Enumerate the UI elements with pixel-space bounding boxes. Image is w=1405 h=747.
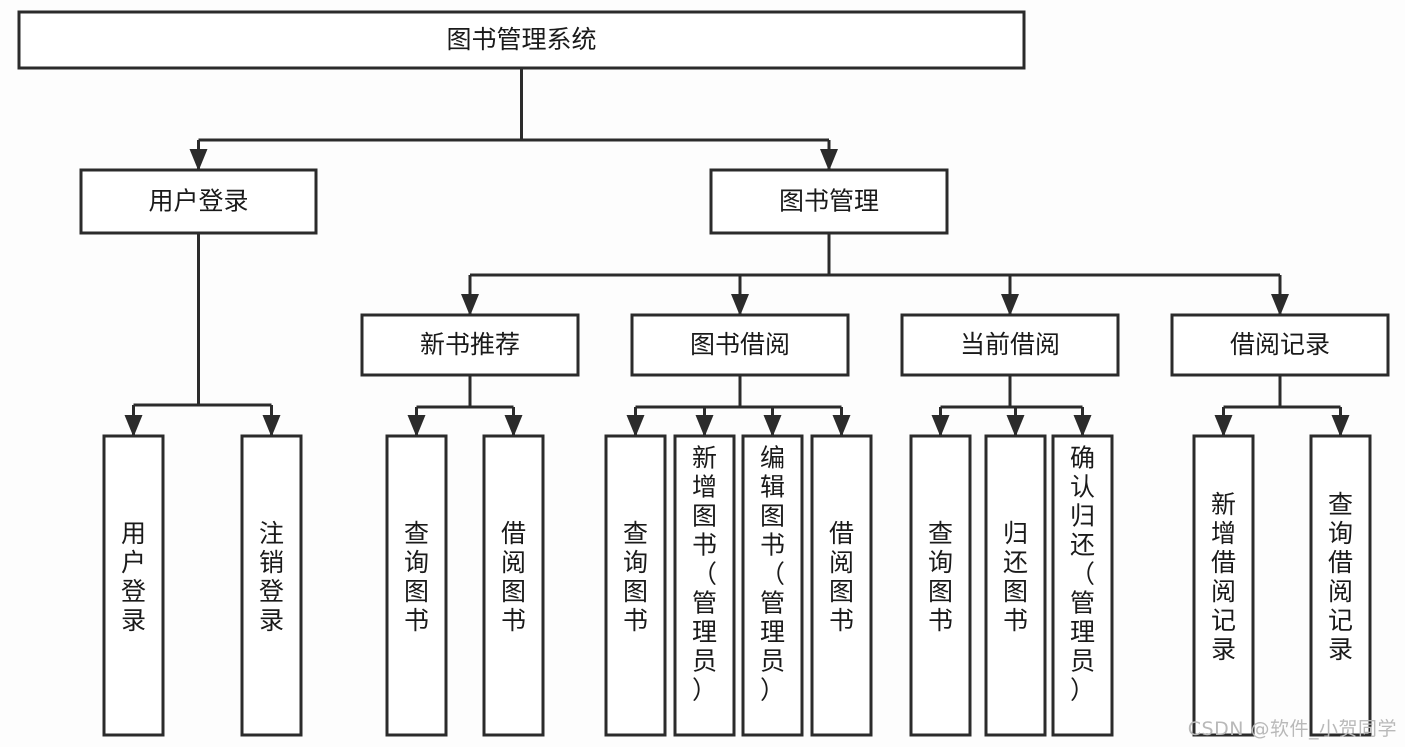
node-leaf-query-book-3-rect	[909, 434, 972, 737]
arrow-head-icon	[262, 415, 281, 437]
node-user-login-label: 用户登录	[148, 187, 248, 216]
node-book-manage-rect	[709, 168, 949, 235]
node-leaf-add-book[interactable]: 新增图书（管理员）	[673, 434, 736, 737]
arrow-head-icon	[820, 149, 838, 171]
arrow-head-icon	[1006, 415, 1025, 437]
node-leaf-borrow-book-2-label: 借阅图书	[829, 519, 854, 635]
arrow-head-icon	[832, 415, 851, 437]
node-leaf-borrow-book-2-rect	[810, 434, 873, 737]
arrow-head-icon	[407, 415, 426, 437]
arrow-head-icon	[1214, 415, 1233, 437]
node-current-borrow-rect	[900, 313, 1120, 377]
node-leaf-add-record[interactable]: 新增借阅记录	[1192, 434, 1255, 737]
arrow-head-icon	[1271, 294, 1289, 316]
arrow-head-icon	[124, 415, 143, 437]
arrow-head-icon	[1001, 294, 1019, 316]
node-leaf-query-book-1-label: 查询图书	[404, 519, 429, 635]
node-leaf-confirm-return[interactable]: 确认归还（管理员）	[1051, 434, 1114, 737]
node-leaf-query-book-2-rect	[604, 434, 667, 737]
node-leaf-add-book-label: 新增图书（管理员）	[692, 444, 717, 705]
node-leaf-return-book[interactable]: 归还图书	[984, 434, 1047, 737]
node-leaf-query-record-label: 查询借阅记录	[1328, 490, 1353, 664]
node-leaf-query-book-2-label: 查询图书	[623, 519, 648, 635]
node-new-book-rec-label: 新书推荐	[420, 330, 520, 359]
node-book-manage[interactable]: 图书管理	[709, 168, 949, 235]
connector-lines	[124, 68, 1350, 437]
node-leaf-query-book-1[interactable]: 查询图书	[385, 434, 448, 737]
arrow-head-icon	[504, 415, 523, 437]
node-book-manage-label: 图书管理	[779, 187, 879, 216]
node-leaf-return-book-label: 归还图书	[1003, 519, 1028, 635]
node-borrow-record[interactable]: 借阅记录	[1170, 313, 1390, 377]
arrow-head-icon	[626, 415, 645, 437]
node-leaf-edit-book-rect	[741, 434, 804, 737]
node-leaf-add-record-label: 新增借阅记录	[1211, 490, 1236, 664]
node-leaf-query-book-2[interactable]: 查询图书	[604, 434, 667, 737]
node-current-borrow[interactable]: 当前借阅	[900, 313, 1120, 377]
node-leaf-query-book-1-rect	[385, 434, 448, 737]
node-leaf-query-book-3[interactable]: 查询图书	[909, 434, 972, 737]
node-borrow-record-label: 借阅记录	[1230, 330, 1330, 359]
node-leaf-add-record-rect	[1192, 434, 1255, 737]
arrow-head-icon	[695, 415, 714, 437]
node-new-book-rec[interactable]: 新书推荐	[360, 313, 580, 377]
node-current-borrow-label: 当前借阅	[960, 330, 1060, 359]
arrow-head-icon	[189, 149, 208, 171]
node-book-borrow[interactable]: 图书借阅	[630, 313, 850, 377]
arrow-head-icon	[1073, 415, 1092, 437]
node-leaf-query-book-3-label: 查询图书	[928, 519, 953, 635]
node-borrow-record-rect	[1170, 313, 1390, 377]
node-leaf-edit-book-label: 编辑图书（管理员）	[760, 444, 785, 705]
arrow-head-icon	[461, 294, 479, 316]
node-book-borrow-label: 图书借阅	[690, 330, 790, 359]
node-leaf-borrow-book-1[interactable]: 借阅图书	[482, 434, 545, 737]
node-leaf-confirm-return-rect	[1051, 434, 1114, 737]
node-root-图书管理系统-label: 图书管理系统	[446, 25, 596, 54]
node-new-book-rec-rect	[360, 313, 580, 377]
node-user-login-rect	[79, 168, 318, 235]
node-user-login[interactable]: 用户登录	[79, 168, 318, 235]
node-leaf-user-login-label: 用户登录	[121, 519, 146, 635]
node-leaf-logout[interactable]: 注销登录	[240, 434, 303, 737]
node-leaf-logout-rect	[240, 434, 303, 737]
arrow-head-icon	[763, 415, 782, 437]
arrow-head-icon	[731, 294, 749, 316]
node-leaf-logout-label: 注销登录	[259, 519, 284, 635]
node-leaf-query-record[interactable]: 查询借阅记录	[1309, 434, 1372, 737]
node-leaf-borrow-book-1-rect	[482, 434, 545, 737]
node-root-图书管理系统-rect	[17, 10, 1026, 70]
arrow-head-icon	[931, 415, 950, 437]
node-leaf-return-book-rect	[984, 434, 1047, 737]
node-leaf-user-login[interactable]: 用户登录	[102, 434, 165, 737]
node-leaf-borrow-book-1-label: 借阅图书	[501, 519, 526, 635]
node-leaf-add-book-rect	[673, 434, 736, 737]
arrow-head-icon	[1331, 415, 1350, 437]
node-book-borrow-rect	[630, 313, 850, 377]
node-leaf-user-login-rect	[102, 434, 165, 737]
node-leaf-borrow-book-2[interactable]: 借阅图书	[810, 434, 873, 737]
node-root-图书管理系统[interactable]: 图书管理系统	[17, 10, 1026, 70]
node-leaf-query-record-rect	[1309, 434, 1372, 737]
node-boxes: 图书管理系统用户登录图书管理新书推荐图书借阅当前借阅借阅记录用户登录注销登录查询…	[17, 10, 1390, 737]
node-leaf-edit-book[interactable]: 编辑图书（管理员）	[741, 434, 804, 737]
node-leaf-confirm-return-label: 确认归还（管理员）	[1070, 444, 1095, 705]
